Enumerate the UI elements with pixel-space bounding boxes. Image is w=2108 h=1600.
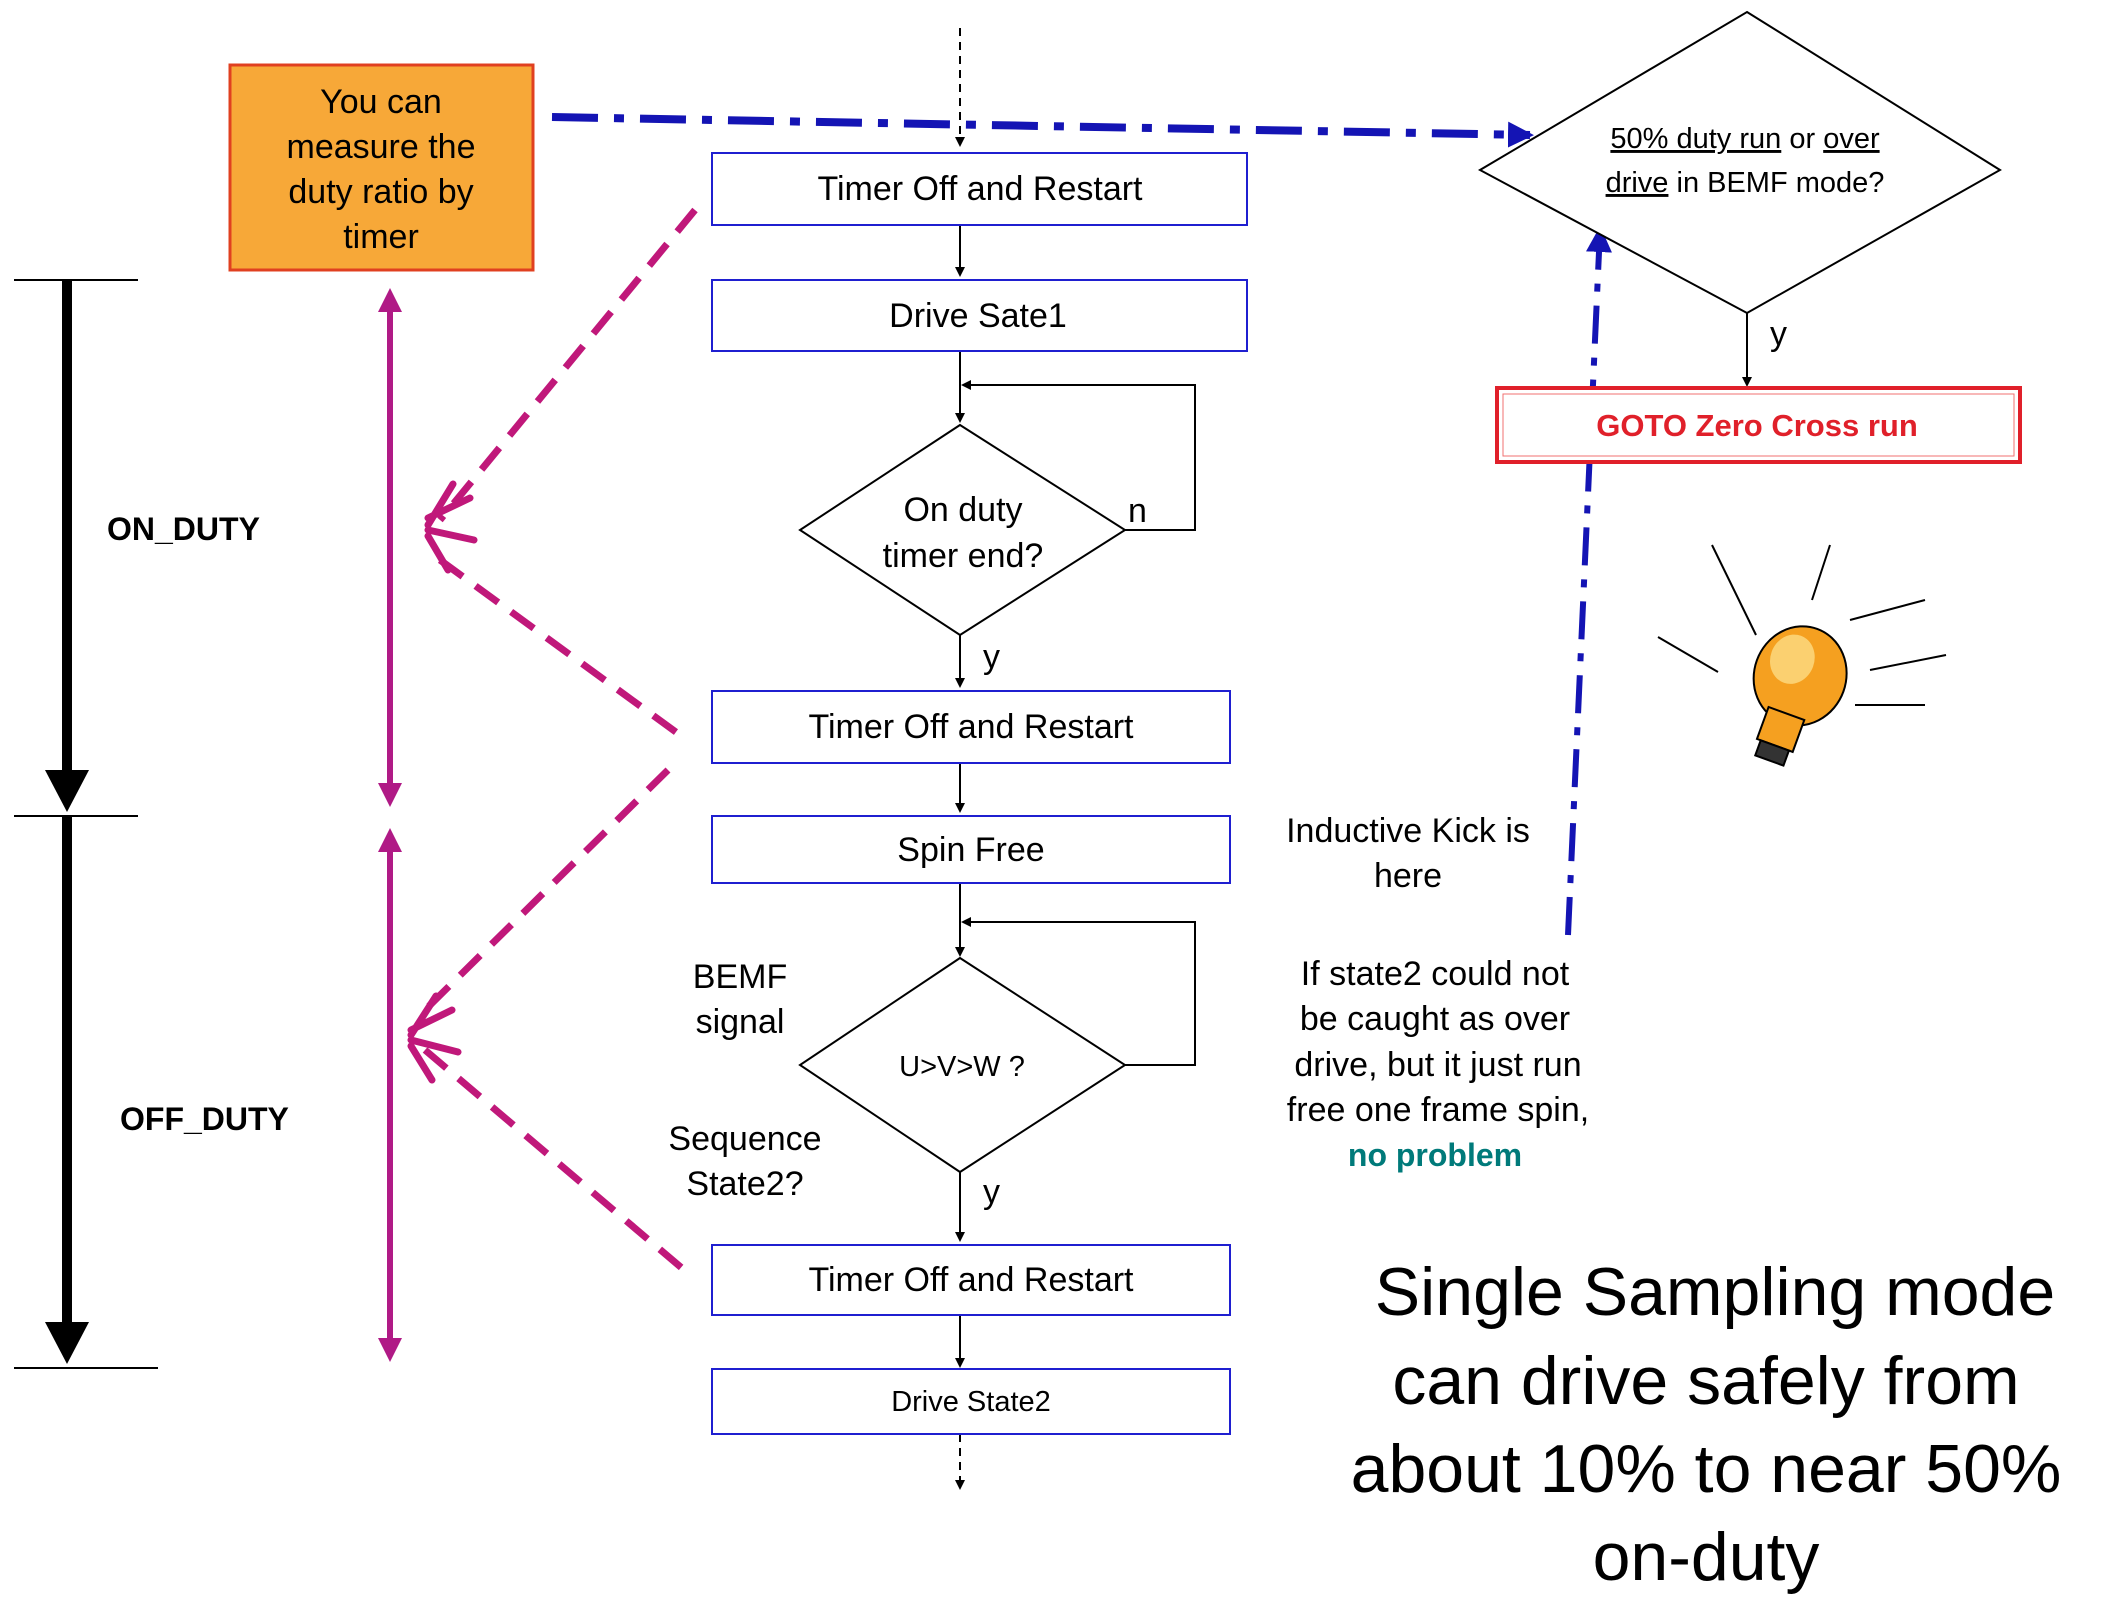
sequence-state2-label-1: Sequence [668, 1120, 821, 1158]
headline: Single Sampling mode can drive safely fr… [1351, 1254, 2062, 1595]
yes-label-2: y [983, 1173, 1000, 1211]
svg-text:can drive safely from: can drive safely from [1392, 1343, 2019, 1419]
svg-text:GOTO Zero Cross run: GOTO Zero Cross run [1596, 408, 1918, 443]
inductive-kick-note-1: Inductive Kick is [1286, 812, 1530, 850]
svg-text:drive, but it just run: drive, but it just run [1294, 1046, 1581, 1084]
timer-restart-box-2: Timer Off and Restart [711, 690, 1231, 764]
svg-text:Drive State2: Drive State2 [891, 1386, 1051, 1418]
inductive-kick-note-2: here [1374, 857, 1442, 895]
duty-span-arrows [378, 288, 402, 1362]
svg-text:U>V>W ?: U>V>W ? [899, 1051, 1025, 1083]
yes-label-1: y [983, 638, 1000, 676]
yes-label-top: y [1770, 315, 1787, 353]
measure-note: You can measure the duty ratio by timer [228, 63, 535, 272]
timing-scale [14, 279, 158, 1369]
state2-note: If state2 could not be caught as over dr… [1287, 955, 1589, 1173]
svg-text:Drive Sate1: Drive Sate1 [889, 297, 1067, 335]
svg-text:Timer Off and Restart: Timer Off and Restart [809, 1261, 1135, 1299]
on-duty-decision: On duty timer end? [798, 423, 1127, 637]
drive-state1-box: Drive Sate1 [711, 279, 1248, 352]
timer-restart-box-3: Timer Off and Restart [711, 1244, 1231, 1316]
svg-text:measure the: measure the [287, 128, 476, 166]
timer-restart-box-1: Timer Off and Restart [711, 152, 1248, 226]
svg-text:On duty: On duty [903, 491, 1022, 529]
svg-text:Spin Free: Spin Free [897, 831, 1044, 869]
dashed-chevrons [422, 207, 698, 1278]
svg-text:timer: timer [343, 218, 419, 256]
svg-text:You can: You can [320, 83, 442, 121]
svg-text:50% duty run or over: 50% duty run or over [1610, 123, 1880, 155]
svg-text:Timer Off and Restart: Timer Off and Restart [809, 708, 1135, 746]
svg-text:Timer Off and Restart: Timer Off and Restart [818, 170, 1144, 208]
no-problem-text: no problem [1348, 1137, 1522, 1173]
svg-text:free one frame spin,: free one frame spin, [1287, 1091, 1589, 1129]
drive-state2-box: Drive State2 [711, 1368, 1231, 1435]
spin-free-box: Spin Free [711, 815, 1231, 884]
bemf-mode-decision: 50% duty run or over drive in BEMF mode? [1477, 10, 2002, 315]
goto-zero-cross-box: GOTO Zero Cross run [1495, 386, 2022, 464]
bemf-signal-label-2: signal [696, 1003, 785, 1041]
main-flow-lines [955, 28, 1196, 1490]
svg-text:Single Sampling mode: Single Sampling mode [1375, 1254, 2055, 1330]
svg-text:be caught as over: be caught as over [1300, 1000, 1570, 1038]
off-duty-label: OFF_DUTY [120, 1101, 289, 1137]
svg-text:timer end?: timer end? [883, 537, 1044, 575]
svg-text:about 10% to near 50%: about 10% to near 50% [1351, 1431, 2062, 1507]
uvw-decision: U>V>W ? [798, 956, 1127, 1174]
blue-dashdot-arrows [551, 113, 1612, 936]
bemf-signal-label-1: BEMF [693, 958, 787, 996]
svg-text:duty ratio by: duty ratio by [288, 173, 473, 211]
svg-text:on-duty: on-duty [1593, 1519, 1820, 1595]
sequence-state2-label-2: State2? [686, 1165, 803, 1203]
lightbulb-icon [1657, 544, 1947, 767]
svg-text:drive in BEMF mode?: drive in BEMF mode? [1606, 167, 1885, 199]
no-branch-label: n [1128, 492, 1147, 530]
chevron-arrowheads [407, 480, 478, 1084]
on-duty-label: ON_DUTY [107, 511, 260, 547]
svg-text:If state2 could not: If state2 could not [1301, 955, 1570, 993]
